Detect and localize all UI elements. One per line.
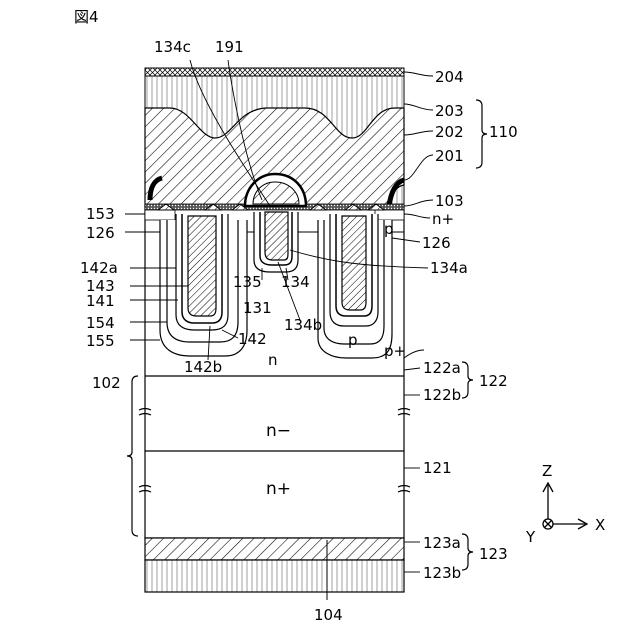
label-p-bottom: p <box>348 331 358 349</box>
axis-indicator <box>543 483 587 529</box>
label-126-right: 126 <box>422 234 451 252</box>
label-202: 202 <box>435 123 464 141</box>
n-plus-source-left <box>145 210 175 220</box>
label-103: 103 <box>435 192 464 210</box>
label-122: 122 <box>479 372 508 390</box>
label-142a: 142a <box>80 259 118 277</box>
label-134: 134 <box>281 273 310 291</box>
axis-z-label: Z <box>542 462 552 480</box>
label-n-plus-sub: n+ <box>266 479 291 499</box>
label-122a: 122a <box>423 359 461 377</box>
label-n-minus: n− <box>266 421 291 441</box>
label-123a: 123a <box>423 534 461 552</box>
layer-123a <box>145 538 404 560</box>
label-134b: 134b <box>284 316 322 334</box>
label-122b: 122b <box>423 386 461 404</box>
figure-title: 図4 <box>74 8 99 26</box>
label-123b: 123b <box>423 564 461 582</box>
label-142b: 142b <box>184 358 222 376</box>
label-142: 142 <box>238 330 267 348</box>
label-134c: 134c <box>154 38 191 56</box>
n-plus-source-right <box>375 210 404 220</box>
contact-plug-131 <box>265 212 288 260</box>
label-153: 153 <box>86 205 115 223</box>
label-n-region: n <box>268 351 278 369</box>
label-n-plus-top: n+ <box>432 210 454 228</box>
label-204: 204 <box>435 68 464 86</box>
label-201: 201 <box>435 147 464 165</box>
label-154: 154 <box>86 314 115 332</box>
label-p-right-top: p <box>384 220 394 238</box>
label-p-plus: p+ <box>384 342 406 360</box>
label-134a: 134a <box>430 259 468 277</box>
label-203: 203 <box>435 102 464 120</box>
axis-y-label: Y <box>525 528 536 546</box>
label-121: 121 <box>423 459 452 477</box>
label-141: 141 <box>86 292 115 310</box>
gate-electrode-143 <box>188 216 216 316</box>
axis-x-label: X <box>595 516 605 534</box>
layer-204 <box>145 68 404 76</box>
label-104: 104 <box>314 606 343 624</box>
label-126-left: 126 <box>86 224 115 242</box>
label-131: 131 <box>243 299 272 317</box>
label-135: 135 <box>233 273 262 291</box>
label-155: 155 <box>86 332 115 350</box>
label-191: 191 <box>215 38 244 56</box>
label-123: 123 <box>479 545 508 563</box>
label-102: 102 <box>92 374 121 392</box>
label-110: 110 <box>489 123 518 141</box>
layer-123b <box>145 560 404 592</box>
